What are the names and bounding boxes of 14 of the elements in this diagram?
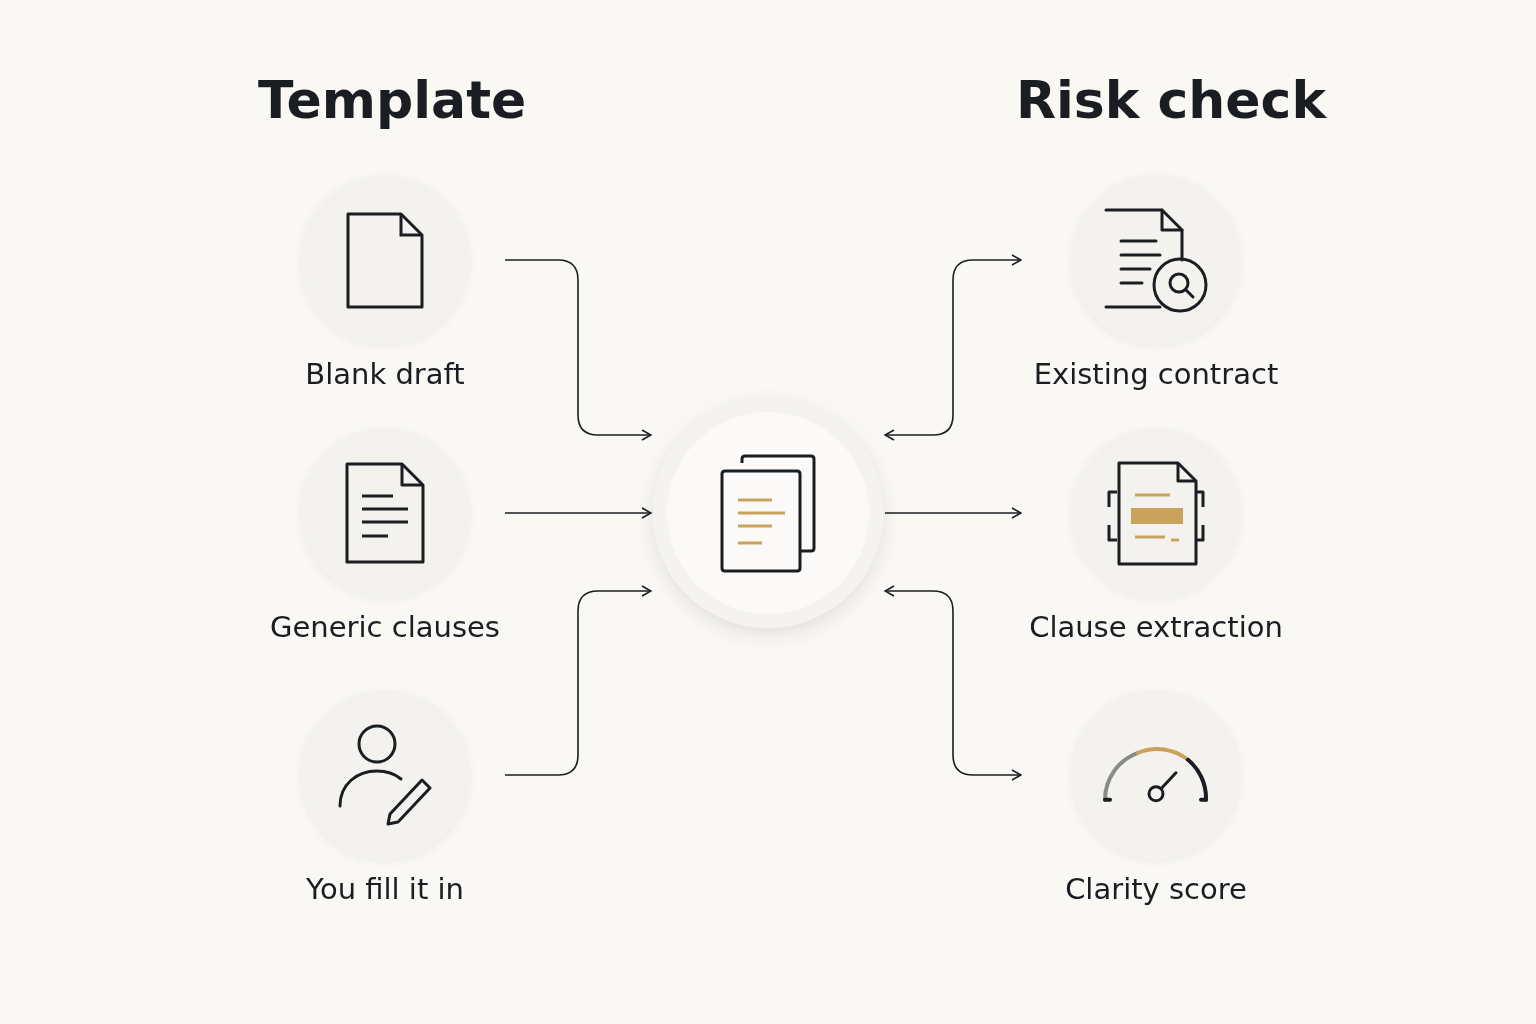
arrow	[884, 254, 1022, 441]
node-label: Clarity score	[1064, 872, 1248, 906]
arrow	[504, 585, 652, 776]
arrow	[884, 585, 1022, 781]
node-label: Clause extraction	[1028, 610, 1284, 644]
column-heading: Template	[258, 70, 527, 130]
node-label: Blank draft	[304, 357, 466, 391]
column-heading: Risk check	[1016, 70, 1327, 130]
node-label: Existing contract	[1032, 357, 1280, 391]
arrow	[884, 507, 1022, 519]
node-label: You fill it in	[305, 872, 465, 906]
arrow	[504, 259, 652, 441]
node-label: Generic clauses	[269, 610, 501, 644]
arrow	[504, 507, 652, 519]
